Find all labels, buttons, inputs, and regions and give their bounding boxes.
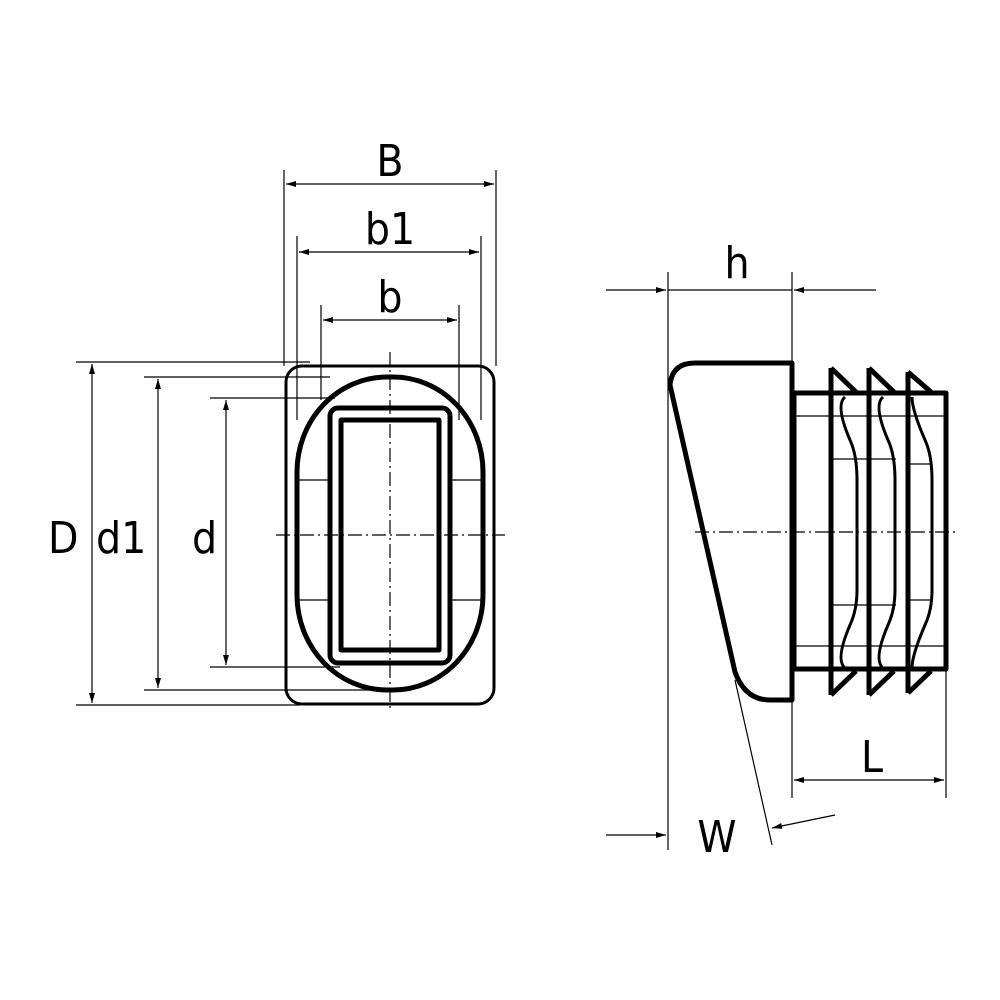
rib-3 [905, 370, 934, 695]
dimension-label-b1: b1 [365, 204, 415, 255]
dimension-label-B: B [376, 136, 403, 187]
front-view: B b1 b D d1 d [48, 136, 505, 712]
dimension-label-d: d [192, 513, 217, 564]
side-view: h L W [606, 238, 955, 863]
rib-2 [866, 366, 897, 697]
dimension-label-h: h [724, 238, 749, 289]
dimension-label-d1: d1 [96, 513, 146, 564]
rib-1 [828, 366, 859, 697]
dimension-label-D: D [48, 513, 79, 564]
cap-head-outline [667, 360, 795, 703]
dimension-label-L: L [861, 732, 883, 783]
dimension-label-W: W [697, 812, 736, 863]
dimension-label-b: b [377, 272, 402, 323]
